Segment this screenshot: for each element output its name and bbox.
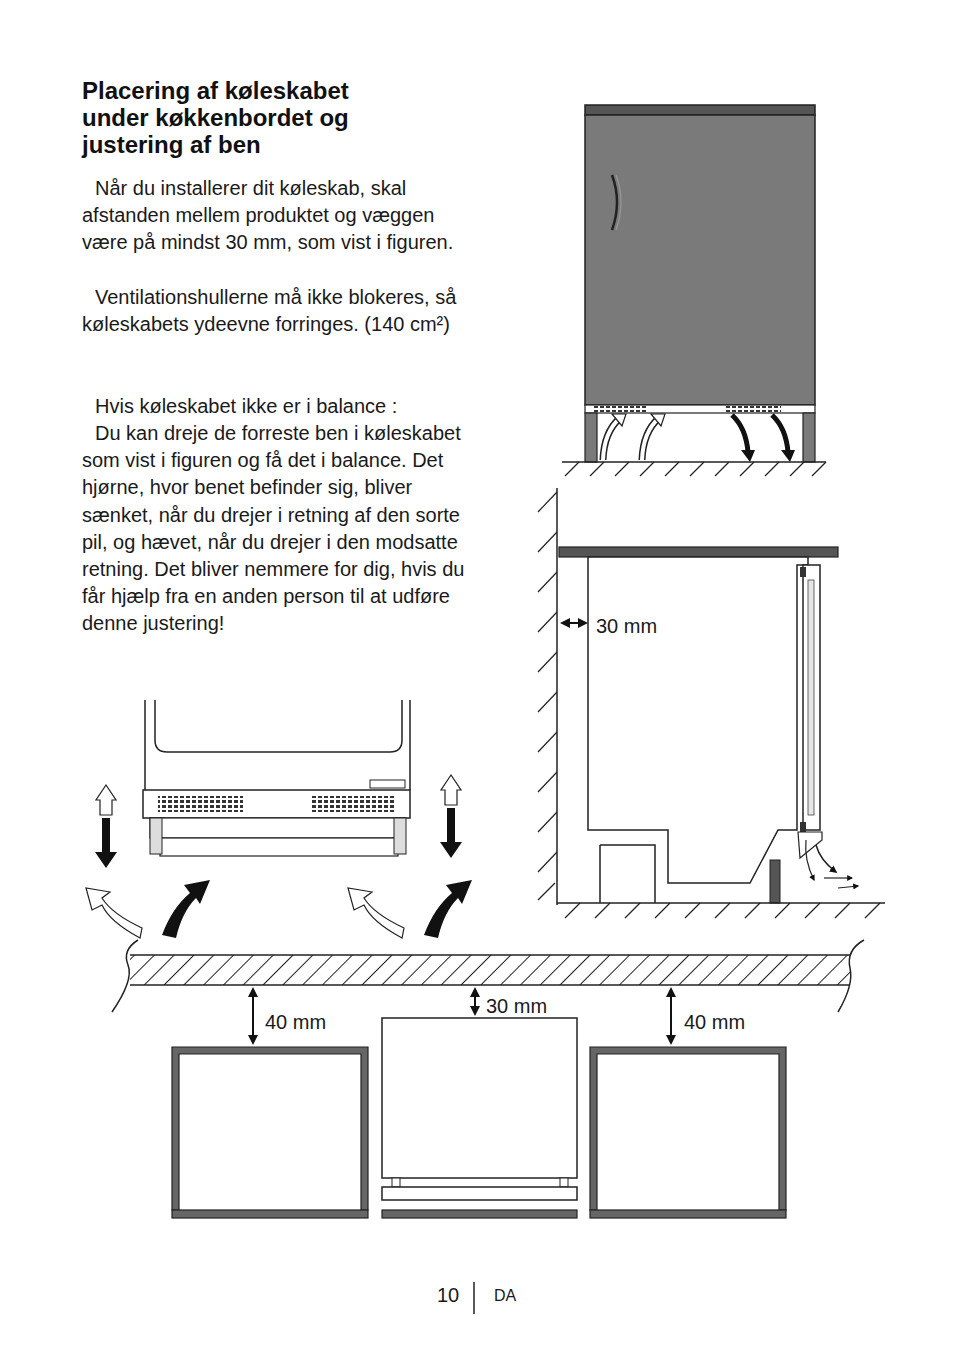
page-title: Placering af køleskabet under køkkenbord… xyxy=(82,77,407,158)
body-paragraph: Hvis køleskabet ikke er i balance : xyxy=(82,393,474,420)
dimension-label: 30 mm xyxy=(484,995,549,1017)
fridge-front-view xyxy=(562,105,826,476)
cabinet-row xyxy=(112,940,864,1218)
page-number: 10 xyxy=(437,1284,459,1306)
body-paragraph: Du kan dreje de forreste ben i køleskabe… xyxy=(82,420,474,638)
page-divider xyxy=(473,1282,475,1314)
body-paragraph: Ventilationshullerne må ikke blokeres, s… xyxy=(82,284,474,338)
fridge-side-view xyxy=(538,488,885,918)
dimension-label: 40 mm xyxy=(682,1011,747,1033)
dimension-label: 40 mm xyxy=(263,1011,328,1033)
leg-adjustment-view xyxy=(86,700,472,938)
body-paragraph: Når du installerer dit køleskab, skal af… xyxy=(82,175,474,257)
dimension-label: 30 mm xyxy=(594,615,659,637)
language-code: DA xyxy=(494,1287,516,1305)
